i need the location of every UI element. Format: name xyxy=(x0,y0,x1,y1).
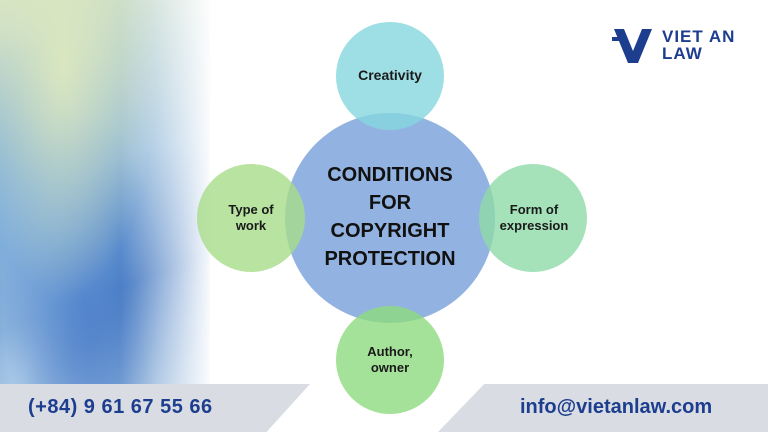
node-top-label: Creativity xyxy=(358,67,422,84)
footer-phone[interactable]: (+84) 9 61 67 55 66 xyxy=(28,396,213,418)
node-bottom-circle xyxy=(336,306,444,414)
logo-text-line2: LAW xyxy=(662,44,703,63)
footer-right-band xyxy=(438,384,768,432)
footer-email[interactable]: info@vietanlaw.com xyxy=(520,396,713,418)
node-left-label: Type of work xyxy=(228,201,274,233)
node-top-circle xyxy=(336,22,444,130)
node-right-label: Form of expression xyxy=(499,201,569,233)
footer-left-band xyxy=(0,384,310,432)
node-right-circle xyxy=(479,164,587,272)
logo-text-line1: VIET AN xyxy=(662,27,736,46)
vietan-logo-icon xyxy=(612,28,652,63)
vietan-law-logo: VIET AN LAW xyxy=(612,24,735,66)
node-left-circle xyxy=(197,164,305,272)
node-bottom-label: Author, owner xyxy=(367,343,413,375)
center-circle xyxy=(285,113,495,323)
center-label: CONDITIONS FOR COPYRIGHT PROTECTION xyxy=(324,164,456,270)
